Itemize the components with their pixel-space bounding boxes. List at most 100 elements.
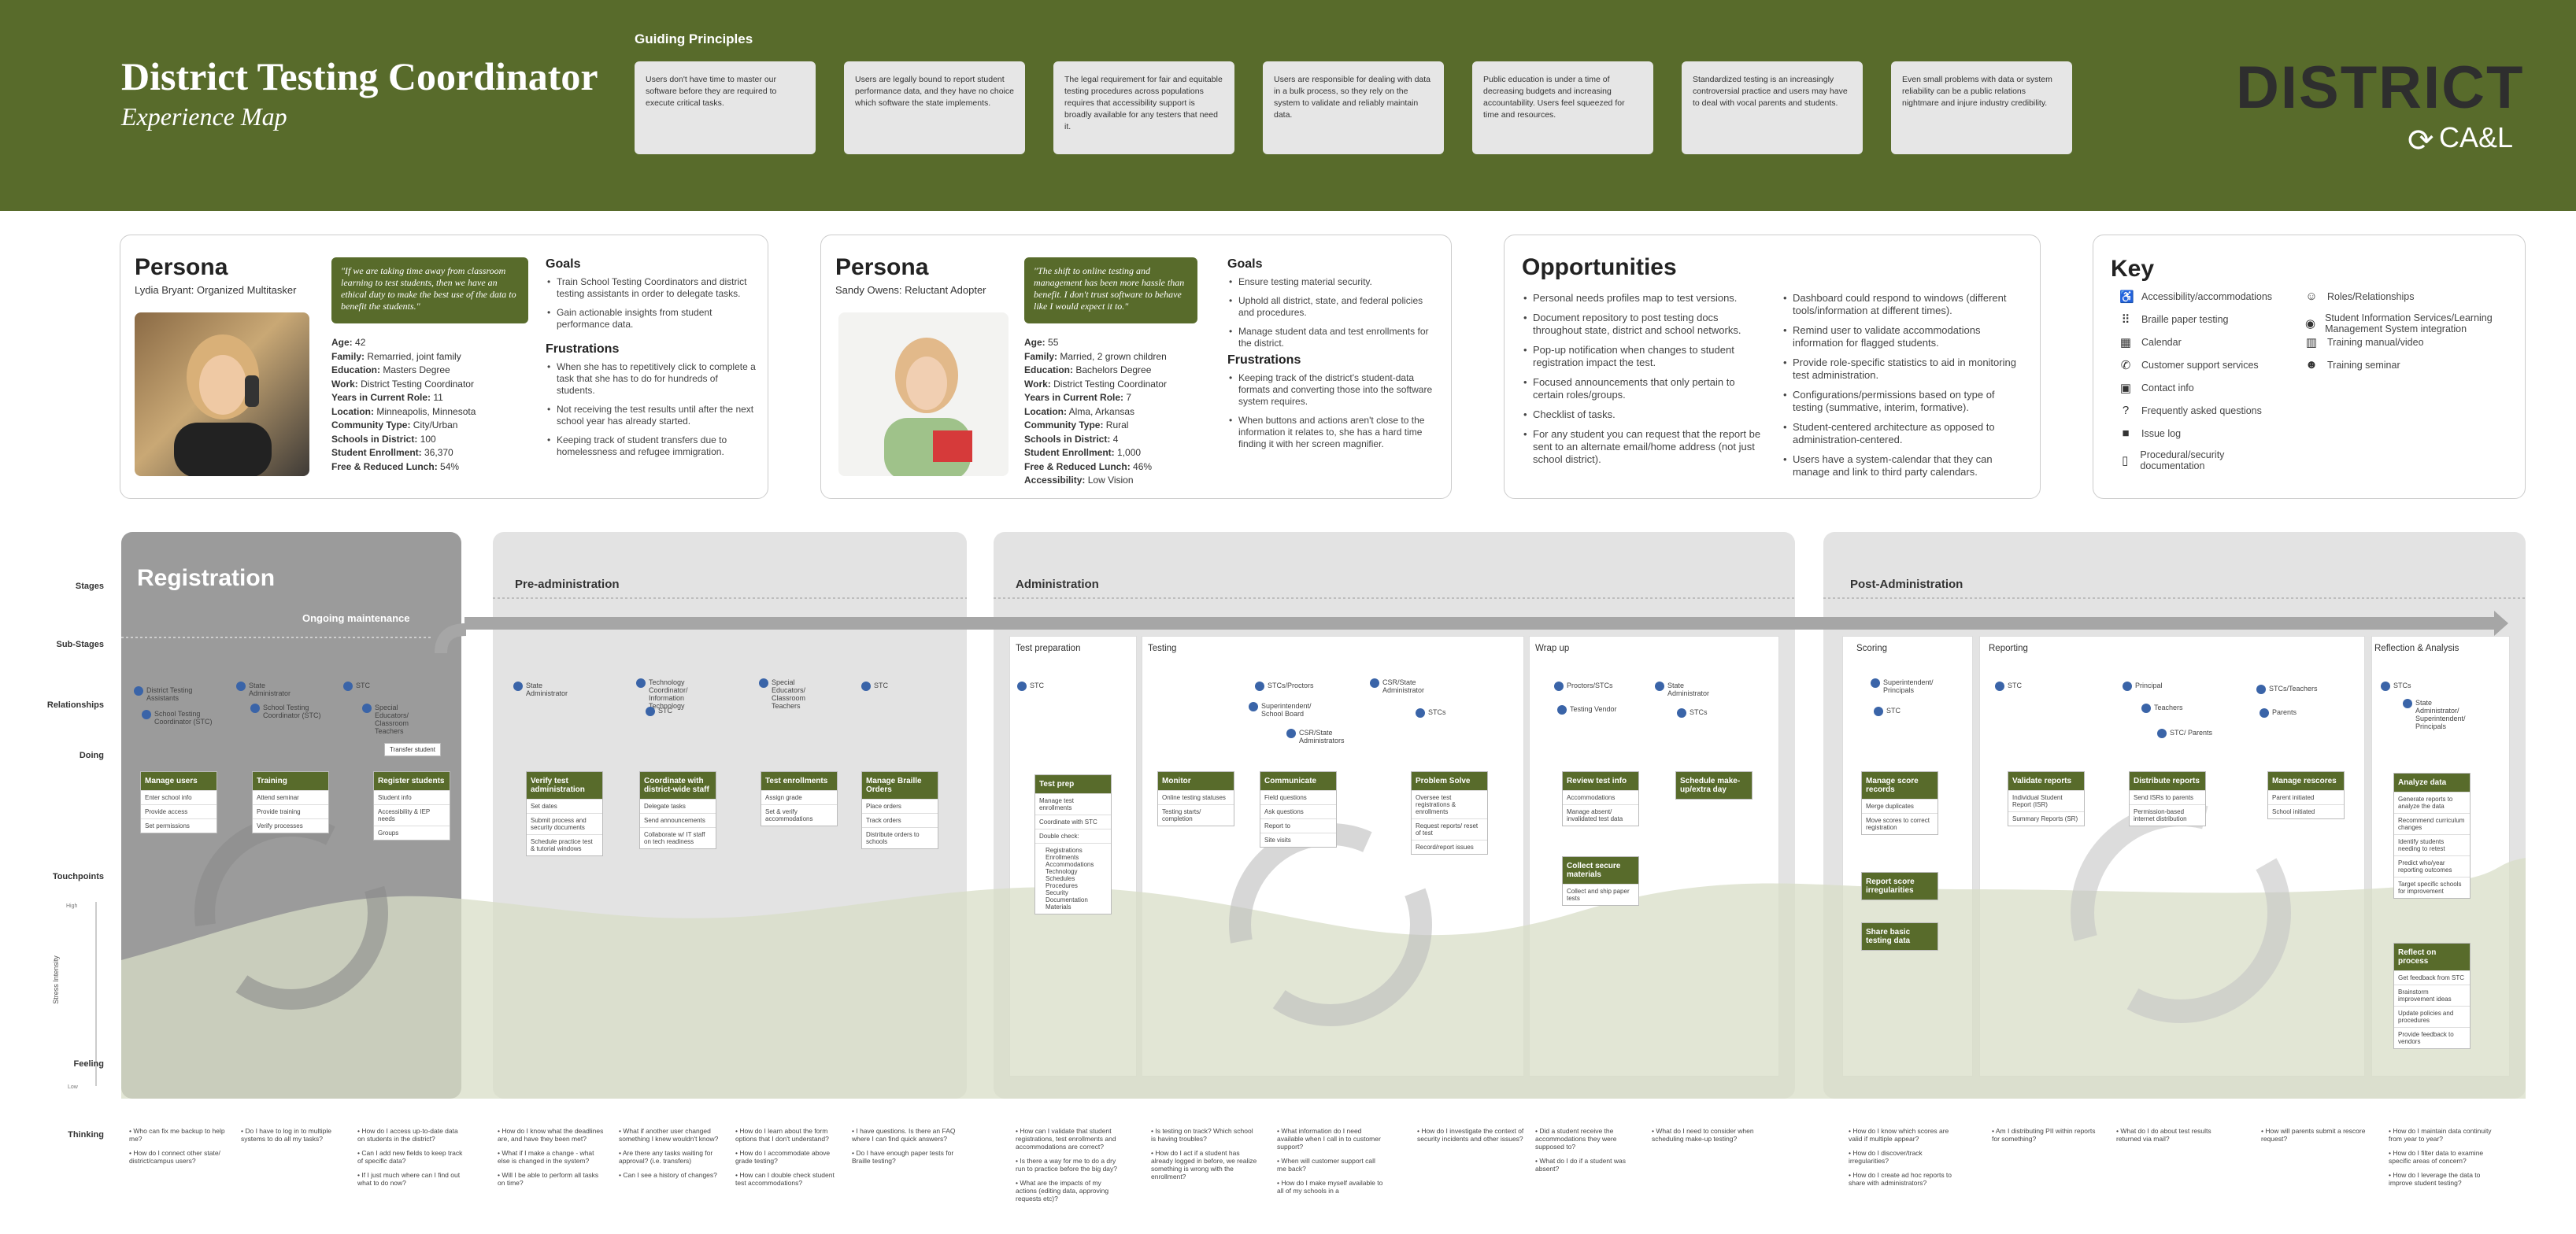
goals-heading: Goals xyxy=(1227,257,1263,271)
thinking-column: Did a student receive the accommodations… xyxy=(1535,1127,1644,1179)
key-item: ☺Roles/Relationships xyxy=(2305,290,2494,303)
thinking-question: How do I access up-to-date data on stude… xyxy=(357,1127,466,1143)
task-step: Send ISRs to parents xyxy=(2130,790,2205,804)
check-item: Enrollments xyxy=(1046,854,1079,861)
thinking-question: How do I learn about the form options th… xyxy=(735,1127,844,1143)
goal-item: Train School Testing Coordinators and di… xyxy=(546,276,757,300)
person-icon xyxy=(1370,678,1379,688)
key-label: Roles/Relationships xyxy=(2327,290,2415,302)
relationship-node: STCs xyxy=(1416,708,1486,718)
key-label: Contact info xyxy=(2141,382,2194,393)
principle-card: Users are legally bound to report studen… xyxy=(844,61,1025,154)
key-icon: ▣ xyxy=(2119,382,2132,395)
thinking-question: How do I investigate the context of secu… xyxy=(1417,1127,1526,1143)
task-title: Test prep xyxy=(1035,775,1111,793)
relationship-node: Special Educators/ Classroom Teachers xyxy=(759,678,830,710)
row-label-thinking: Thinking xyxy=(68,1130,104,1140)
task-step: Update policies and procedures xyxy=(2394,1006,2470,1027)
person-icon xyxy=(2123,682,2132,691)
thinking-question: Who can fix me backup to help me? xyxy=(129,1127,238,1143)
task-step: Collect and ship paper tests xyxy=(1563,884,1638,905)
task-step: Online testing statuses xyxy=(1158,790,1234,804)
person-icon xyxy=(1286,729,1296,738)
key-icon: ⠿ xyxy=(2121,313,2130,327)
key-label: Procedural/security documentation xyxy=(2140,449,2225,471)
frustration-item: Not receiving the test results until aft… xyxy=(546,404,757,427)
task-step: Attend seminar xyxy=(253,790,328,804)
opportunities-list-right: Dashboard could respond to windows (diff… xyxy=(1782,292,2027,486)
opportunity-item: Student-centered architecture as opposed… xyxy=(1782,421,2027,446)
persona-stat: Location: Minneapolis, Minnesota xyxy=(331,405,476,417)
key-item: ▦Calendar xyxy=(2119,335,2277,349)
task-title: Analyze data xyxy=(2394,774,2470,792)
transfer-student-badge: Transfer student xyxy=(384,743,441,756)
task-title: Manage Braille Orders xyxy=(862,772,938,799)
key-item: ☻Training seminar xyxy=(2305,358,2494,371)
task-step: Permission-based internet distribution xyxy=(2130,804,2205,826)
relationship-node: STC xyxy=(1874,707,1945,716)
task-title: Manage users xyxy=(141,772,217,790)
key-icon: ◉ xyxy=(2305,317,2316,331)
thinking-question: How do I discover/track irregularities? xyxy=(1849,1149,1957,1165)
key-item: ■Issue log xyxy=(2119,427,2277,440)
relationship-node: Proctors/STCs xyxy=(1554,682,1625,691)
relationship-node: District Testing Assistants xyxy=(134,686,205,702)
relationship-node: STC xyxy=(1995,682,2066,691)
persona-stat: Family: Remarried, joint family xyxy=(331,350,461,362)
task-title: Problem Solve xyxy=(1412,772,1487,790)
opportunity-item: For any student you can request that the… xyxy=(1522,428,1767,466)
task-step: Provide feedback to vendors xyxy=(2394,1027,2470,1048)
thinking-column: How do I maintain data continuity from y… xyxy=(2389,1127,2497,1193)
principle-card: Users are responsible for dealing with d… xyxy=(1263,61,1444,154)
check-item: Schedules xyxy=(1046,875,1075,882)
key-item: ▣ Contact info xyxy=(2119,381,2277,395)
task-step: Generate reports to analyze the data xyxy=(2394,792,2470,813)
row-label-substages: Sub-Stages xyxy=(56,640,104,649)
task-step: Provide access xyxy=(141,804,217,818)
opportunity-item: Pop-up notification when changes to stud… xyxy=(1522,344,1767,369)
relationship-node: Principal xyxy=(2123,682,2193,691)
thinking-column: What information do I need available whe… xyxy=(1277,1127,1386,1201)
task-step: Accommodations xyxy=(1563,790,1638,804)
person-icon xyxy=(759,678,768,688)
opportunity-item: Focused announcements that only pertain … xyxy=(1522,376,1767,401)
thinking-column: Who can fix me backup to help me? How do … xyxy=(129,1127,238,1171)
task-title: Coordinate with district-wide staff xyxy=(640,772,716,799)
task-title: Distribute reports xyxy=(2130,772,2205,790)
task-step: Delegate tasks xyxy=(640,799,716,813)
thinking-question: How do I connect other state/ district/c… xyxy=(129,1149,238,1165)
persona-stat: Community Type: City/Urban xyxy=(331,419,458,430)
key-label: Customer support services xyxy=(2141,360,2259,371)
task-step: Testing starts/ completion xyxy=(1158,804,1234,826)
thinking-question: I have questions. Is there an FAQ where … xyxy=(852,1127,960,1143)
persona-stat: Work: District Testing Coordinator xyxy=(1024,378,1167,390)
principle-card: Public education is under a time of decr… xyxy=(1472,61,1653,154)
relationship-node: State Administrator xyxy=(513,682,584,697)
thinking-question: Can I add new fields to keep track of sp… xyxy=(357,1149,466,1165)
task-title: Reflect on process xyxy=(2394,944,2470,970)
person-icon xyxy=(2381,682,2390,691)
goal-item: Ensure testing material security. xyxy=(1227,276,1438,288)
task-step: Set dates xyxy=(527,799,602,813)
task-step: School initiated xyxy=(2268,804,2344,818)
persona-stat: Community Type: Rural xyxy=(1024,419,1129,430)
person-icon xyxy=(2157,729,2167,738)
task-step: Verify processes xyxy=(253,818,328,833)
opportunity-item: Document repository to post testing docs… xyxy=(1522,312,1767,337)
task-step: Oversee test registrations & enrollments xyxy=(1412,790,1487,818)
key-item: ▥Training manual/video xyxy=(2305,335,2494,349)
task-step: Parent initiated xyxy=(2268,790,2344,804)
person-icon xyxy=(861,682,871,691)
key-icon: ▥ xyxy=(2305,336,2318,349)
check-item: Documentation xyxy=(1046,896,1088,903)
key-icon: ▯ xyxy=(2122,454,2129,467)
opportunity-item: Checklist of tasks. xyxy=(1522,408,1767,421)
relationship-node: STC/ Parents xyxy=(2157,729,2228,738)
frustration-item: Keeping track of student transfers due t… xyxy=(546,434,757,458)
cal-logo-text: CA&L xyxy=(2439,121,2514,153)
